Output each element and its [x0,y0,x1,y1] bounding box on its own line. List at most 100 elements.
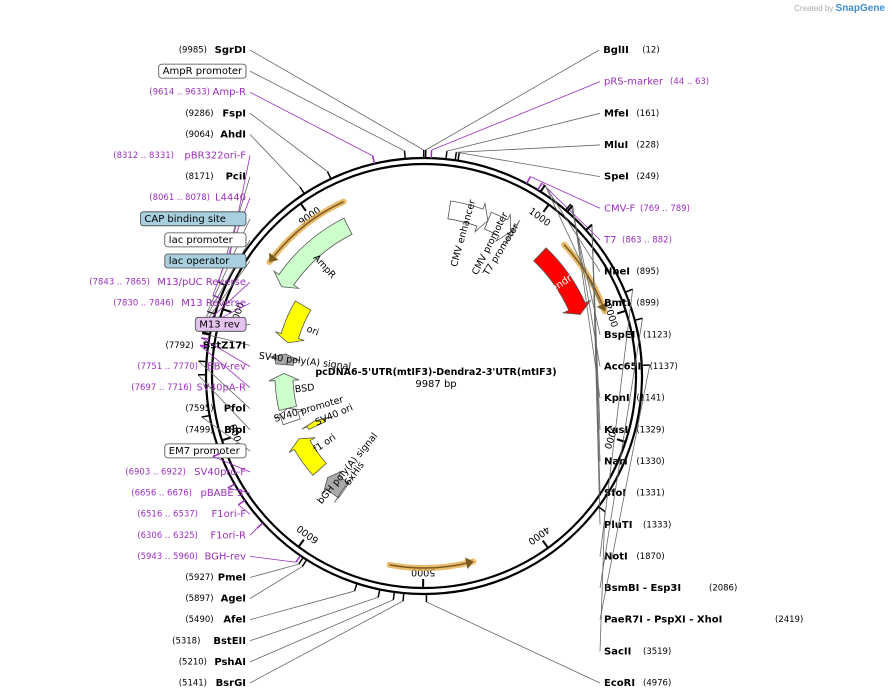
site-position: (7843 .. 7865) [89,278,150,288]
feature-label-ori: ori [305,324,321,339]
site-marker [634,317,643,322]
site-bspei: BspEI(1123) [604,330,671,341]
site-position: (228) [636,140,659,150]
site-name: CAP binding site [144,214,226,225]
tick-label: 6000 [295,522,321,545]
site-name: L4440 [215,193,246,204]
tick-mark [221,436,231,442]
feature-label-f1-ori: f1 ori [311,432,338,455]
site-name: PaeR7I - PspXI - XhoI [604,615,722,626]
site-marker [207,310,216,315]
site-afei: AfeI(5490) [185,615,246,626]
site-name: KasI [604,425,628,436]
site-t7: T7(863 .. 882) [603,235,672,246]
site-pbr322ori-f: pBR322ori-F(8312 .. 8331) [113,151,246,162]
site-cap-binding-site: CAP binding site [139,211,247,227]
site-l4440: L4440(8061 .. 8078) [149,193,246,204]
site-pshai: PshAI(5210) [179,657,246,668]
site-name: SacII [604,646,631,657]
site-leader-line [599,364,651,620]
site-position: (5490) [185,615,213,625]
site-position: (5897) [185,594,213,604]
site-name: SV40pA-R [197,383,246,394]
site-name: PmeI [218,573,246,584]
feature-sv40-poly-a-signal [270,353,301,366]
tick-mark [542,204,550,213]
site-mfei: MfeI(161) [604,108,659,119]
site-leader-line [249,91,373,157]
site-blpi: BlpI(7499) [185,425,246,436]
site-name: BstEII [213,636,246,647]
feature-t7-promoter [503,219,521,246]
feature-f1-ori [288,437,327,476]
site-leader-line [201,332,251,346]
site-ecori: EcoRI(4976) [604,678,671,689]
tick-label: 5000 [411,566,435,577]
site-name: PshAI [214,657,246,668]
site-bsrgi: BsrGI (5141) [179,678,246,689]
site-leader-line [249,112,328,172]
site-leader-line [426,601,601,684]
site-position: (12) [642,46,659,56]
site-marker [201,414,210,418]
plasmid-length: 9987 bp [415,379,456,390]
site-marker [403,150,406,159]
site-m13-puc-reverse: M13/pUC Reverse (7843 .. 7865) [89,277,246,288]
site-position: (4976) [643,679,671,689]
site-position: (6656 .. 6676) [131,489,192,499]
site-position: (7595) [185,404,213,414]
site-marker [402,592,405,602]
plasmid-name: pcDNA6-5'UTR(mtIF3)-Dendra2-3'UTR(mtIF3) [315,367,556,378]
site-position: (895) [636,267,659,277]
site-name: BGH-rev [204,551,246,562]
site-leader-line [446,112,601,152]
site-leader-line [227,487,251,494]
site-marker [585,224,593,231]
site-name: EM7 promoter [169,446,241,457]
site-position: (9614 .. 9633) [149,88,210,98]
site-name: Amp-R [213,87,247,98]
site-m13-rev: M13 rev [194,316,247,332]
backbone-outer-strand [204,156,644,596]
orf-arrowhead [596,302,608,312]
site-position: (249) [636,172,659,182]
site-leader-line [198,360,251,409]
site-name: M13/pUC Reverse [157,277,246,288]
site-leader-line [249,590,355,621]
snapgene-credit: Created by SnapGene [794,3,885,14]
site-name: BsrGI [216,678,246,689]
site-marker [566,205,574,213]
site-position: (1331) [636,489,664,499]
site-pluti: PluTI(1333) [604,520,671,531]
feature-ori [275,300,312,344]
tick-mark [299,202,307,212]
site-lac-promoter: lac promoter [164,232,247,248]
site-leader-line [249,49,424,151]
site-position: (5141) [179,679,207,689]
feature-label-bsd: BSD [294,382,315,395]
site-marker [392,591,396,601]
feature-sv40-ori [301,416,330,430]
site-name: M13 Reverse [181,298,246,309]
site-marker [201,332,211,336]
site-mlui: MluI(228) [604,140,659,151]
site-marker [377,589,381,598]
site-box [164,443,247,459]
site-leader-line [249,528,258,536]
site-position: (7499) [185,425,213,435]
site-ahdi: AhdI(9064) [185,129,246,140]
site-marker [353,583,358,592]
site-name: AgeI [221,594,246,605]
site-leader-line [544,185,601,304]
site-name: BglII [603,45,629,56]
site-pmei: PmeI(5927) [185,573,246,584]
site-sv40pa-r: SV40pA-R(7697 .. 7716) [131,383,246,394]
site-marker [299,186,306,195]
site-position: (899) [636,299,659,309]
site-marker [212,452,221,458]
site-name: lac operator [169,256,230,267]
site-position: (1123) [643,330,671,340]
tick-mark [541,540,549,549]
site-leader-line [249,566,303,599]
